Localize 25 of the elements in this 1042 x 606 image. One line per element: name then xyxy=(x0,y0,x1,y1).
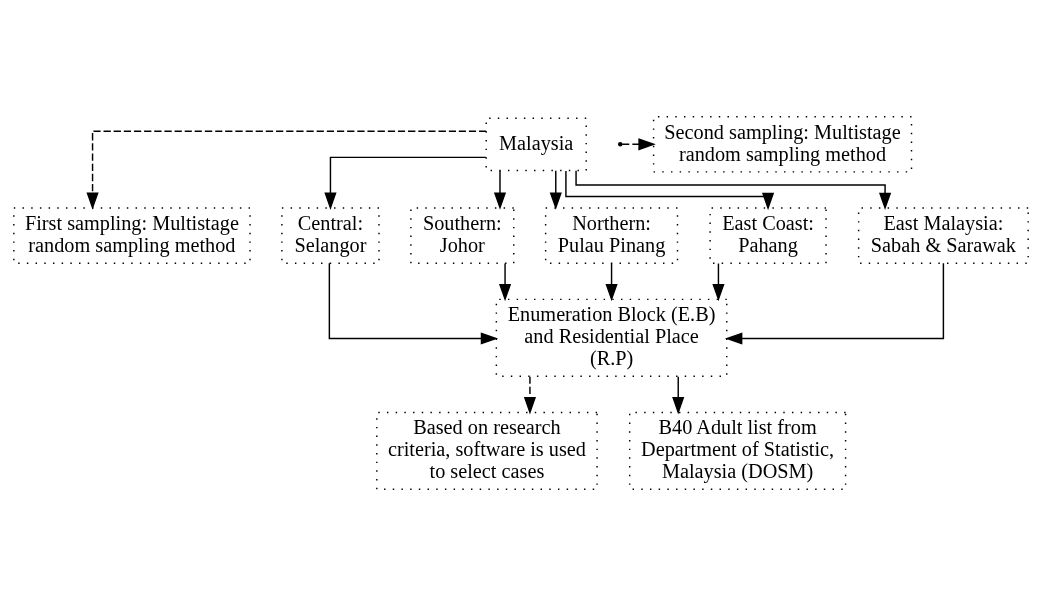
arrow xyxy=(712,262,725,302)
node-box: Northern: Pulau Pinang xyxy=(544,207,679,264)
node-box: East Malaysia: Sabah & Sarawak xyxy=(857,207,1029,264)
arrow xyxy=(498,262,512,302)
node-box: Based on research criteria, software is used to select cases xyxy=(376,411,598,490)
node-box: Malaysia xyxy=(485,117,587,172)
node-box: Enumeration Block (E.B) and Residential Place (R.P) xyxy=(495,298,728,377)
node-box: Central: Selangor xyxy=(281,207,380,264)
arrow xyxy=(621,138,656,151)
arrow xyxy=(523,375,537,415)
node-box: B40 Adult list from Department of Statistic, Malaysia (DOSM) xyxy=(628,411,847,490)
arrow xyxy=(328,262,499,345)
node-box: East Coast: Pahang xyxy=(709,207,827,264)
node-box: Southern: Johor xyxy=(410,207,515,264)
arrow xyxy=(324,156,487,210)
arrow xyxy=(575,170,892,211)
arrow xyxy=(724,262,945,345)
arrow xyxy=(565,170,775,211)
node-box: Second sampling: Multistage random sampling method xyxy=(652,116,913,173)
arrow xyxy=(549,170,562,210)
arrow xyxy=(605,262,618,302)
node-box: First sampling: Multistage random sampling method xyxy=(13,207,251,264)
arrow xyxy=(86,130,487,210)
arrow xyxy=(493,170,507,210)
arrow xyxy=(672,375,685,415)
